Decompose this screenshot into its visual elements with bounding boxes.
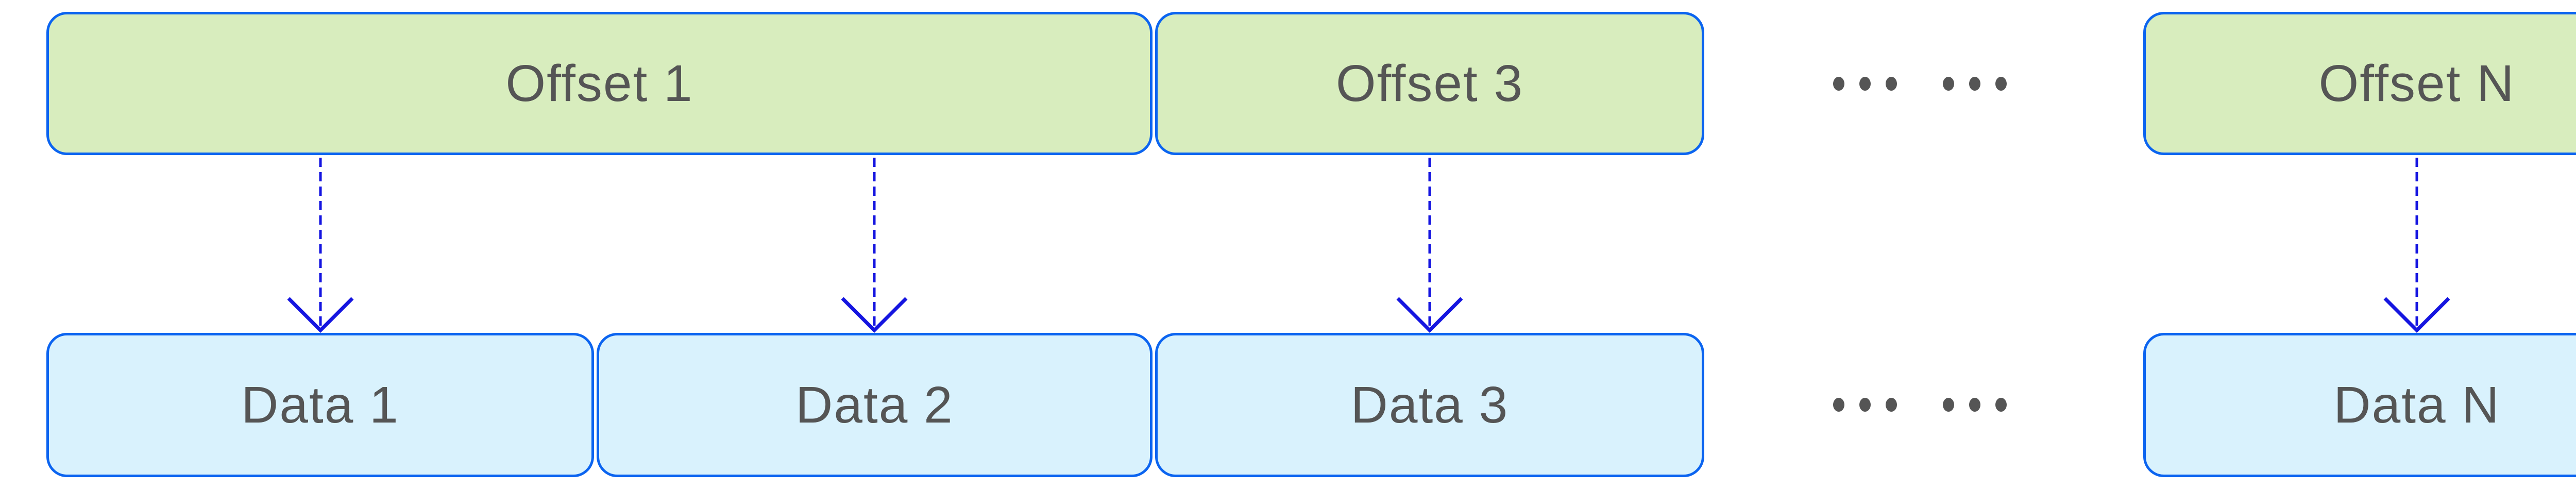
arrow-offset1-to-data2 bbox=[841, 158, 908, 333]
offset-1-box: Offset 1 bbox=[46, 12, 1153, 155]
data-2-box: Data 2 bbox=[597, 333, 1153, 477]
ellipsis-dot bbox=[1833, 77, 1844, 91]
ellipsis-dot bbox=[1859, 77, 1871, 91]
data-3-box: Data 3 bbox=[1155, 333, 1704, 477]
data-n-box: Data N bbox=[2143, 333, 2576, 477]
ellipsis-dot bbox=[1943, 398, 1954, 412]
data-3-label: Data 3 bbox=[1350, 376, 1509, 434]
data-2-label: Data 2 bbox=[795, 376, 954, 434]
offset-row-ellipsis-group-1 bbox=[1833, 77, 1897, 91]
ellipsis-dot bbox=[1969, 77, 1980, 91]
offset-n-box: Offset N bbox=[2143, 12, 2576, 155]
ellipsis-dot bbox=[1886, 398, 1897, 412]
ellipsis-dot bbox=[1859, 398, 1871, 412]
data-1-box: Data 1 bbox=[46, 333, 594, 477]
arrow-offset3-to-data3 bbox=[1396, 158, 1463, 333]
data-row-ellipsis-group-2 bbox=[1943, 398, 2007, 412]
offset-3-label: Offset 3 bbox=[1335, 54, 1524, 112]
ellipsis-dot bbox=[1833, 398, 1844, 412]
data-1-label: Data 1 bbox=[241, 376, 399, 434]
arrow-offset1-to-data1 bbox=[287, 158, 354, 333]
ellipsis-dot bbox=[1995, 77, 2007, 91]
data-n-label: Data N bbox=[2333, 376, 2500, 434]
data-row-ellipsis-group-1 bbox=[1833, 398, 1897, 412]
offset-1-label: Offset 1 bbox=[505, 54, 693, 112]
ellipsis-dot bbox=[1886, 77, 1897, 91]
offset-row-ellipsis-group-2 bbox=[1943, 77, 2007, 91]
ellipsis-dot bbox=[1943, 77, 1954, 91]
offset-n-label: Offset N bbox=[2318, 54, 2515, 112]
offset-3-box: Offset 3 bbox=[1155, 12, 1704, 155]
ellipsis-dot bbox=[1969, 398, 1980, 412]
ellipsis-dot bbox=[1995, 398, 2007, 412]
arrow-offsetn-to-datan bbox=[2383, 158, 2450, 333]
